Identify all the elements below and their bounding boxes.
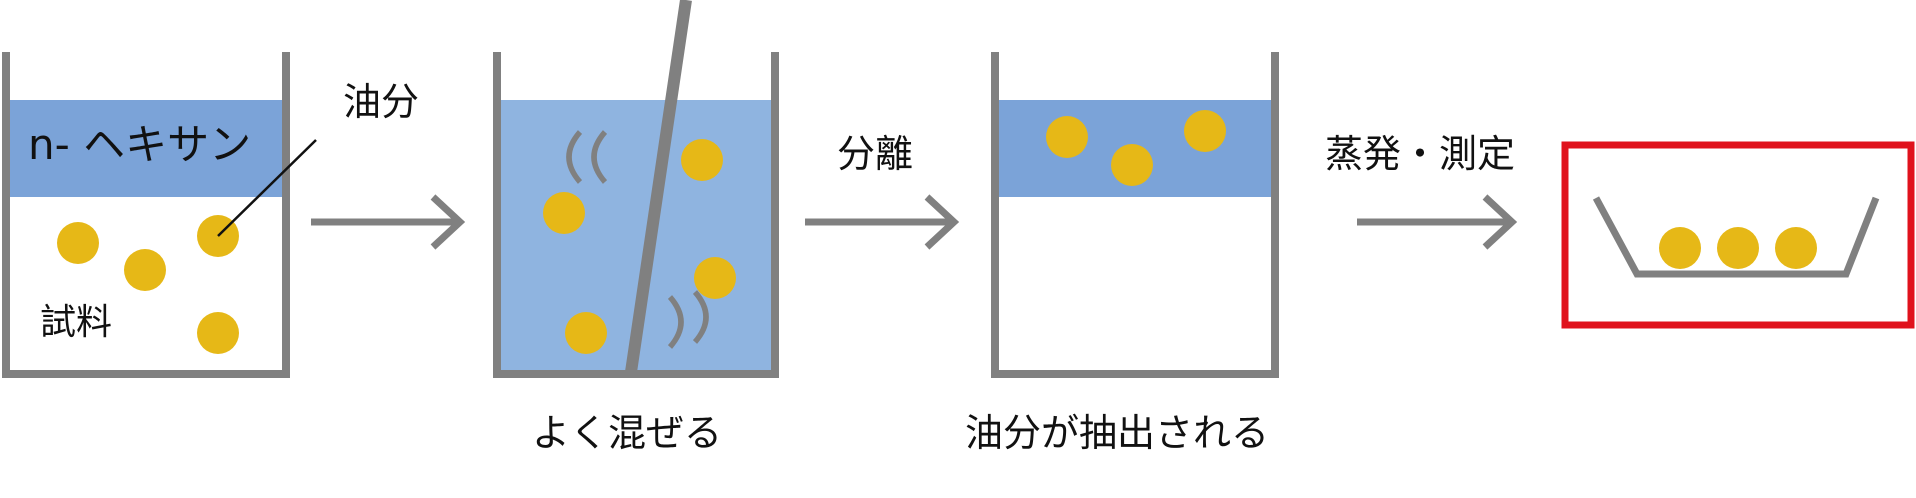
hexane-layer — [8, 100, 284, 197]
oil-drop — [124, 249, 166, 291]
arrow-1 — [311, 194, 466, 250]
sample-label: 試料 — [40, 302, 112, 343]
hexane-label: n- ヘキサン — [28, 120, 251, 169]
arrow-3: 蒸発・測定 — [1325, 132, 1518, 250]
oil-drop — [1111, 144, 1153, 186]
oil-drop — [197, 312, 239, 354]
oil-drop — [57, 222, 99, 264]
oil-drop — [565, 312, 607, 354]
oil-pointer-line — [217, 139, 317, 237]
beaker-separated: 油分が抽出される — [965, 52, 1279, 455]
beaker-sample: n- ヘキサン 油分 試料 — [2, 52, 419, 378]
highlight-frame — [1561, 141, 1915, 329]
extracted-label: 油分が抽出される — [965, 411, 1269, 455]
oil-drop — [1046, 116, 1088, 158]
beaker-outline — [2, 52, 290, 378]
oil-drop — [694, 257, 736, 299]
oil-residue — [1775, 227, 1817, 269]
separation-label: 分離 — [837, 132, 913, 176]
oil-drop — [1184, 110, 1226, 152]
oil-residue — [1717, 227, 1759, 269]
beaker-outline — [991, 52, 1279, 378]
swirl-mark — [591, 130, 608, 184]
oil-drop — [681, 139, 723, 181]
evaporating-dish — [1592, 196, 1880, 278]
swirl-mark — [566, 130, 583, 184]
arrow-2: 分離 — [805, 132, 960, 250]
mix-label: よく混ぜる — [532, 411, 722, 455]
stirring-rod — [625, 0, 692, 373]
oil-drop — [543, 192, 585, 234]
beaker-mixing: よく混ぜる — [493, 0, 779, 455]
swirl-mark — [692, 290, 709, 344]
evaporation-result — [1561, 141, 1915, 329]
swirl-mark — [667, 295, 684, 349]
beaker-outline — [493, 52, 779, 378]
evaporation-label: 蒸発・測定 — [1325, 132, 1515, 176]
oil-residue — [1659, 227, 1701, 269]
oil-label: 油分 — [343, 80, 419, 124]
